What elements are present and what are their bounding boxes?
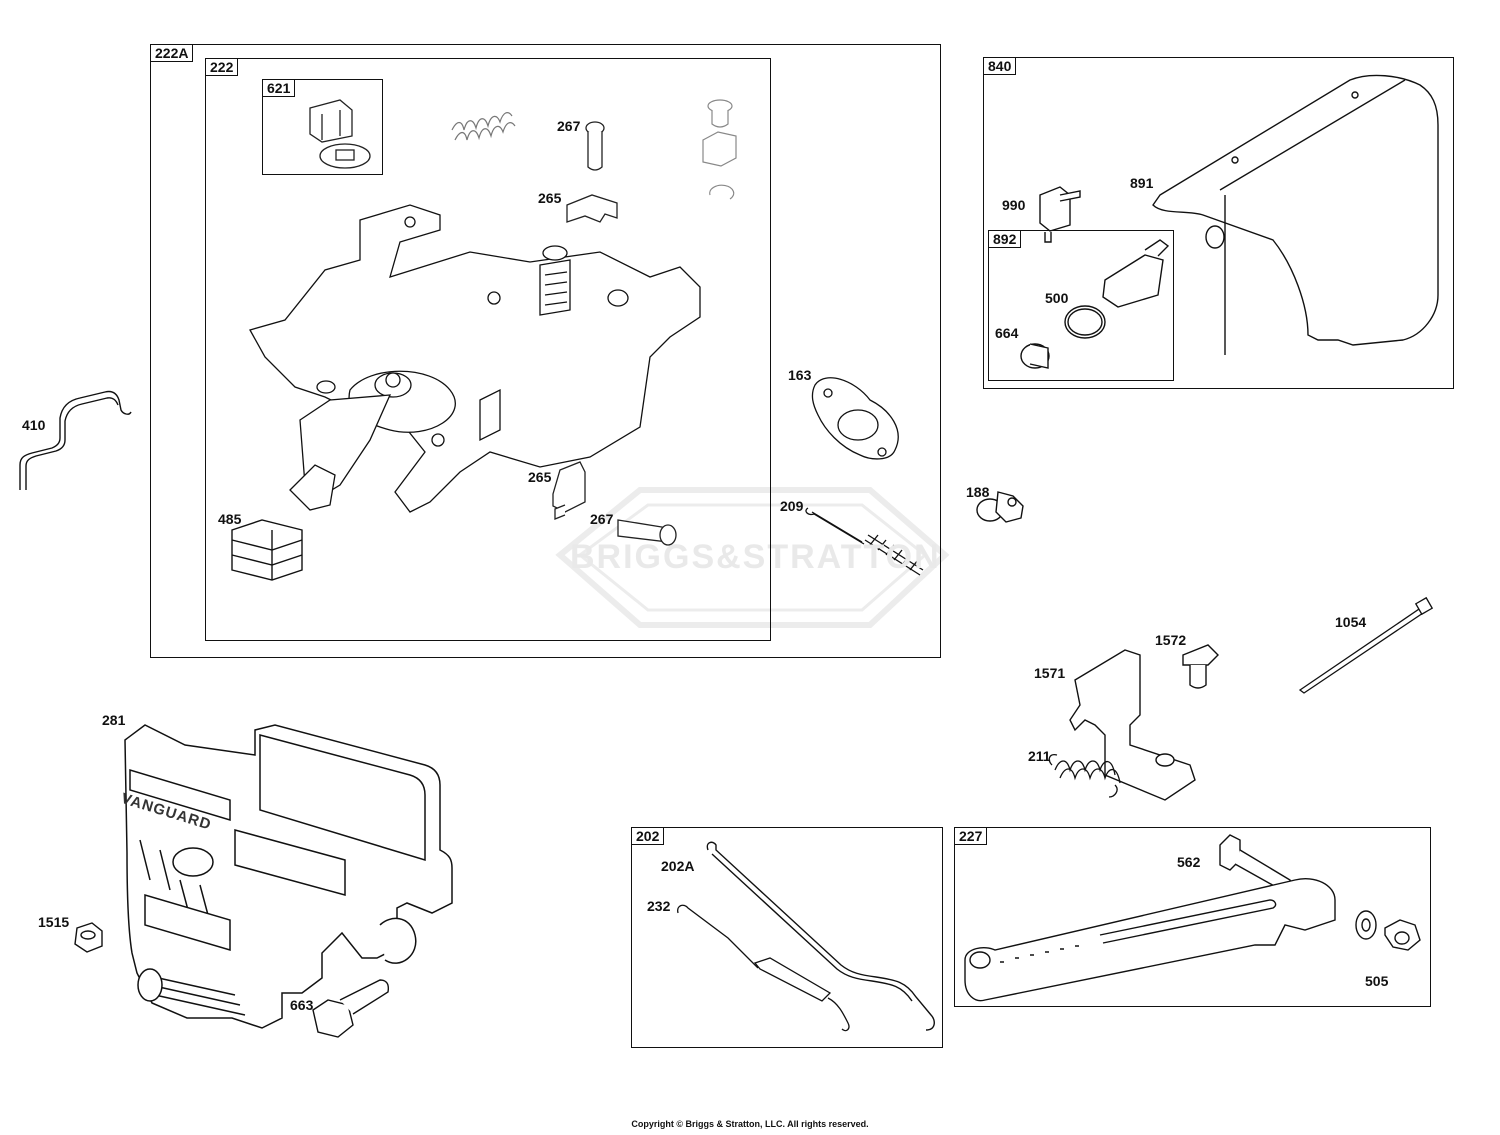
callout-500: 500 bbox=[1045, 290, 1069, 306]
group-tag-202: 202 bbox=[631, 827, 665, 845]
part-1054-cable-tie bbox=[1298, 596, 1434, 694]
part-663-bolt bbox=[312, 979, 390, 1038]
part-410-rod bbox=[19, 390, 132, 490]
part-990-key bbox=[1039, 186, 1081, 243]
part-232-cable bbox=[677, 904, 850, 1032]
group-tag-840: 840 bbox=[983, 57, 1017, 75]
part-washer bbox=[1355, 910, 1377, 940]
callout-410: 410 bbox=[22, 417, 46, 433]
part-500-ring bbox=[1064, 305, 1106, 339]
part-1571-bracket bbox=[1069, 649, 1196, 801]
part-621-clip bbox=[309, 99, 371, 169]
group-tag-222A: 222A bbox=[150, 44, 194, 62]
callout-664: 664 bbox=[995, 325, 1019, 341]
callout-562: 562 bbox=[1177, 854, 1201, 870]
group-frame-840 bbox=[983, 57, 1454, 389]
part-222-bracket bbox=[249, 204, 701, 513]
callout-163: 163 bbox=[788, 367, 812, 383]
part-227-lever bbox=[964, 878, 1336, 1002]
group-tag-892: 892 bbox=[988, 230, 1022, 248]
part-281-cover bbox=[124, 724, 453, 1029]
group-tag-621: 621 bbox=[262, 79, 296, 97]
part-505-nut bbox=[1384, 919, 1421, 951]
group-frame-621 bbox=[262, 79, 383, 175]
callout-265: 265 bbox=[538, 190, 562, 206]
part-485-block bbox=[231, 519, 303, 581]
callout-209: 209 bbox=[780, 498, 804, 514]
callout-211: 211 bbox=[1028, 748, 1051, 764]
callout-505: 505 bbox=[1365, 973, 1389, 989]
watermark-text: BRIGGS&STRATTON bbox=[570, 538, 941, 576]
callout-663: 663 bbox=[290, 997, 314, 1013]
callout-485: 485 bbox=[218, 511, 242, 527]
callout-265: 265 bbox=[528, 469, 552, 485]
part-267-bolt-lower bbox=[617, 519, 677, 546]
part-202-rod bbox=[706, 841, 935, 1031]
part-spring-top bbox=[451, 112, 516, 141]
callout-1572: 1572 bbox=[1155, 632, 1187, 648]
callout-267: 267 bbox=[590, 511, 614, 527]
part-188-flange-nut bbox=[976, 491, 1024, 523]
callout-232: 232 bbox=[647, 898, 671, 914]
callout-1515: 1515 bbox=[38, 914, 70, 930]
part-screw-set bbox=[702, 99, 737, 200]
part-1515-nut bbox=[74, 922, 103, 953]
part-211-spring bbox=[1048, 754, 1121, 798]
part-265-clip-top bbox=[566, 194, 618, 223]
callout-1571: 1571 bbox=[1034, 665, 1066, 681]
group-frame-892 bbox=[988, 230, 1174, 381]
group-tag-227: 227 bbox=[954, 827, 988, 845]
part-265-clip-lower bbox=[552, 461, 586, 520]
part-1572-bolt bbox=[1182, 644, 1219, 689]
group-frame-222 bbox=[205, 58, 771, 641]
group-frame-202 bbox=[631, 827, 943, 1048]
callout-990: 990 bbox=[1002, 197, 1026, 213]
part-267-bolt-top bbox=[585, 121, 605, 171]
group-frame-227 bbox=[954, 827, 1431, 1007]
callout-202A: 202A bbox=[661, 858, 695, 874]
group-frame-222A bbox=[150, 44, 941, 658]
copyright-notice: Copyright © Briggs & Stratton, LLC. All … bbox=[631, 1119, 869, 1129]
group-tag-222: 222 bbox=[205, 58, 239, 76]
callout-1054: 1054 bbox=[1335, 614, 1367, 630]
part-891-panel bbox=[1152, 74, 1439, 355]
watermark-logo bbox=[555, 487, 950, 628]
callout-267: 267 bbox=[557, 118, 581, 134]
callout-188: 188 bbox=[966, 484, 990, 500]
part-664-nut bbox=[1020, 343, 1050, 369]
part-892-switch bbox=[1102, 239, 1170, 308]
callout-281: 281 bbox=[102, 712, 126, 728]
callout-891: 891 bbox=[1130, 175, 1154, 191]
part-163-gasket bbox=[811, 377, 899, 460]
part-209-spring bbox=[805, 507, 924, 576]
